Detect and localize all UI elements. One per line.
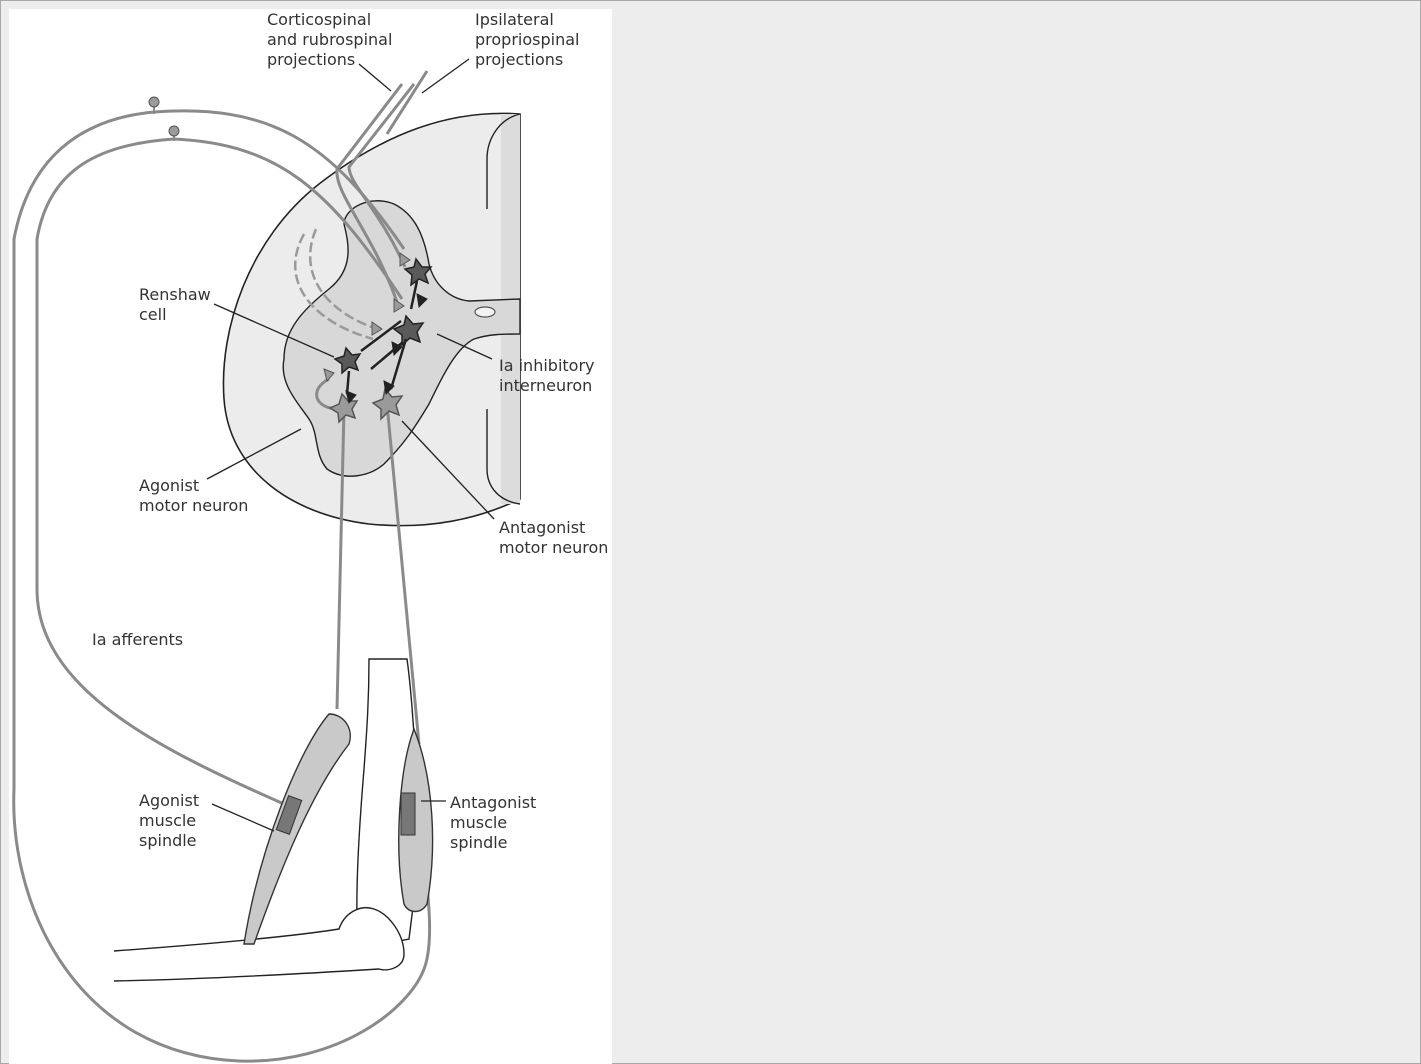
propriospinal-tract	[387, 71, 427, 134]
label-agonist-motor-neuron: Agonist motor neuron	[139, 476, 248, 515]
dorsal-root-ganglion	[149, 97, 159, 107]
label-antagonist-muscle-spindle: Antagonist muscle spindle	[450, 793, 541, 852]
reflex-circuit-figure: Corticospinal and rubrospinal projection…	[9, 9, 612, 1064]
label-antagonist-motor-neuron: Antagonist motor neuron	[499, 518, 608, 557]
label-pointer	[359, 64, 391, 91]
label-renshaw-cell: Renshaw cell	[139, 285, 216, 324]
central-canal	[475, 307, 495, 317]
label-agonist-muscle-spindle: Agonist muscle spindle	[139, 791, 204, 850]
label-ipsilateral: Ipsilateral propriospinal projections	[475, 10, 585, 69]
dorsal-root-ganglion-2	[169, 126, 179, 136]
label-ia-inhibitory-interneuron: Ia inhibitory interneuron	[499, 356, 600, 395]
ia-afferent-antagonist	[37, 139, 284, 804]
agonist-muscle	[244, 714, 350, 944]
label-ia-afferents: Ia afferents	[92, 630, 183, 649]
antagonist-spindle	[401, 793, 415, 835]
reflex-circuit-diagram: Corticospinal and rubrospinal projection…	[9, 9, 612, 1064]
label-corticospinal: Corticospinal and rubrospinal projection…	[267, 10, 398, 69]
label-pointer	[422, 59, 469, 93]
label-pointer	[212, 804, 274, 831]
